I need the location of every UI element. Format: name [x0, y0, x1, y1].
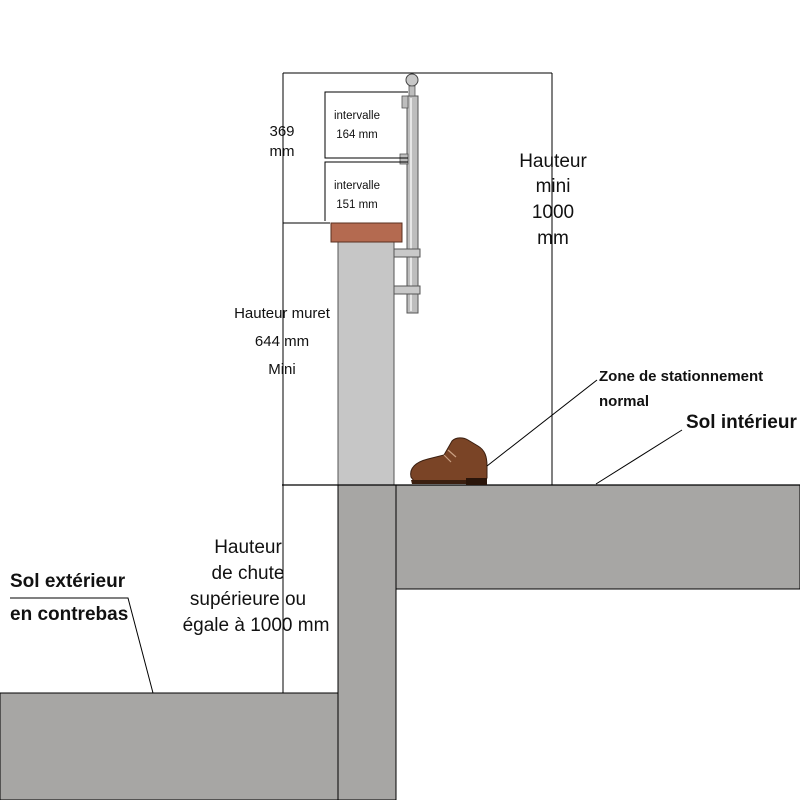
label-zone-line1: Zone de stationnement: [599, 368, 763, 385]
exterior-ground: [0, 692, 339, 801]
label-interval-top-line2: 164 mm: [336, 129, 378, 141]
post-neck: [408, 85, 416, 97]
wall-lower: [337, 484, 397, 801]
interval-box-top: [324, 91, 408, 159]
label-chute-line1: Hauteur: [214, 537, 282, 558]
leader-sol-interieur: [595, 429, 683, 485]
label-interval-bottom-line1: intervalle: [334, 180, 380, 192]
label-interval-top-line1: intervalle: [334, 110, 380, 122]
railing-post: [406, 95, 419, 314]
label-interval-bottom-line2: 151 mm: [336, 199, 378, 211]
bracket-top: [393, 248, 421, 258]
label-sol-exterieur-line1: Sol extérieur: [10, 571, 126, 592]
leader-zone: [486, 379, 598, 467]
label-chute-line2: de chute: [212, 563, 285, 584]
wall-coping: [330, 222, 403, 243]
bracket-bottom: [393, 285, 421, 295]
label-chute-line3: supérieure ou: [190, 589, 306, 610]
round-cap-icon: [405, 73, 419, 87]
wall-upper: [337, 241, 395, 486]
rail-end-cap-middle: [399, 153, 409, 165]
label-sol-interieur: Sol intérieur: [686, 412, 797, 433]
rail-end-cap-top: [401, 95, 409, 109]
label-muret-line1: Hauteur muret: [234, 305, 331, 322]
label-369-line1: 369: [269, 123, 294, 140]
label-369-line2: mm: [270, 143, 295, 160]
interior-ground: [395, 484, 800, 590]
label-muret-line3: Mini: [268, 361, 296, 378]
label-hauteur-mini-line2: mini: [536, 176, 571, 197]
leader-sol-exterieur: [10, 597, 154, 694]
label-sol-exterieur-line2: en contrebas: [10, 604, 128, 625]
label-chute-line4: égale à 1000 mm: [183, 615, 330, 636]
label-hauteur-mini-line3: 1000: [532, 202, 574, 223]
label-hauteur-mini-line1: Hauteur: [519, 151, 587, 172]
label-zone-line2: normal: [599, 393, 649, 410]
interval-box-bottom: [324, 161, 408, 221]
label-muret-line2: 644 mm: [255, 333, 309, 350]
shoe-icon: [410, 437, 488, 485]
label-hauteur-mini-line4: mm: [537, 228, 569, 249]
